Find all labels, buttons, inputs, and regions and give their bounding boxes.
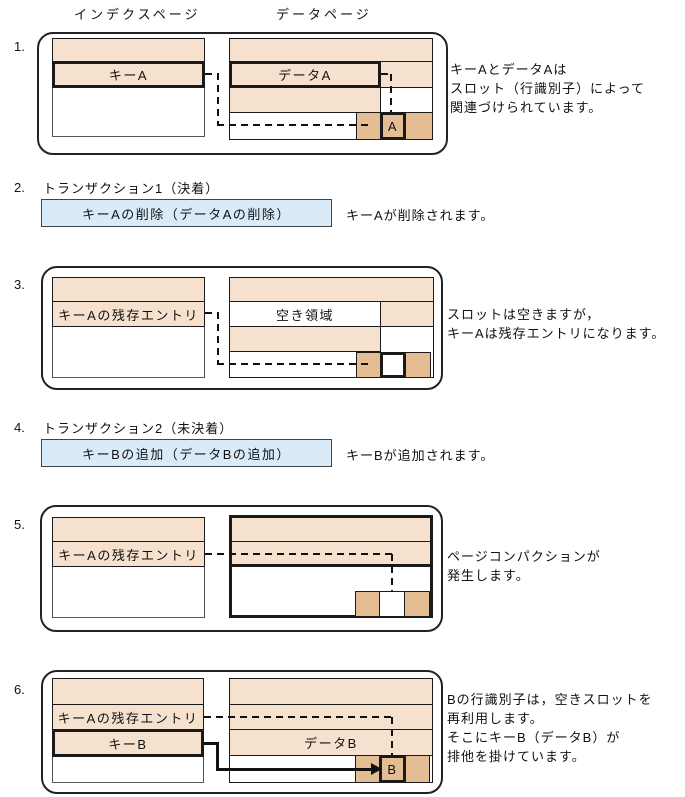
step5-note-line2: 発生します。 <box>447 568 530 583</box>
step1-note: キーAとデータAは スロット（行識別子）によって 関連づけられています。 <box>450 60 645 117</box>
step3-data-row2-right-cell <box>380 301 434 327</box>
step6-slot-b: B <box>379 755 406 783</box>
step1-number: 1. <box>14 39 25 54</box>
step2-transaction-box: キーAの削除（データAの削除） <box>41 199 332 227</box>
step5-index-row1 <box>52 517 205 542</box>
step1-note-line2: スロット（行識別子）によって <box>450 81 645 96</box>
step6-data-b-record: データB <box>229 729 433 756</box>
step3-link-v <box>217 312 219 364</box>
step3-number: 3. <box>14 277 25 292</box>
step6-link-v <box>391 717 393 755</box>
step3-note-line1: スロットは空きますが， <box>447 307 601 322</box>
step2-note-line1: キーAが削除されます。 <box>346 208 495 223</box>
step6-note-line4: 排他を掛けています。 <box>447 749 586 764</box>
step3-data-row3 <box>229 326 381 352</box>
step4-transaction-box: キーBの追加（データBの追加） <box>41 439 332 467</box>
step1-dataa-link-h <box>381 73 392 75</box>
step5-number: 5. <box>14 517 25 532</box>
step2-number: 2. <box>14 180 25 195</box>
step1-keya-link-h1 <box>205 73 219 75</box>
step6-number: 6. <box>14 682 25 697</box>
step3-slot-left <box>356 352 381 378</box>
step2-note: キーAが削除されます。 <box>346 206 494 225</box>
step2-label: トランザクション1（決着） <box>43 181 220 196</box>
step5-note-line1: ページコンパクションが <box>447 549 601 564</box>
step5-link-v <box>391 554 393 591</box>
step1-note-line3: 関連づけられています。 <box>450 100 603 115</box>
step1-data-row1 <box>229 38 433 62</box>
step5-note: ページコンパクションが 発生します。 <box>447 547 601 585</box>
step6-residual-entry: キーAの残存エントリ <box>52 704 204 730</box>
step1-slot-right <box>405 112 433 140</box>
step3-slot-right <box>405 352 431 378</box>
step3-data-row1 <box>229 277 434 302</box>
step6-arrow-v <box>216 742 219 770</box>
step6-note-line3: そこにキーB（データB）が <box>447 730 621 745</box>
data-page-header: データページ <box>276 7 372 22</box>
step4-label: トランザクション2（未決着） <box>43 421 234 436</box>
step3-free-area: 空き領域 <box>229 301 381 327</box>
step6-arrowhead-icon <box>371 763 382 775</box>
step4-note-line1: キーBが追加されます。 <box>346 448 495 463</box>
step1-slot-left <box>356 112 381 140</box>
step1-data-a-record: データA <box>229 61 381 88</box>
step5-slot-left <box>355 591 380 617</box>
step1-keya-link-h2 <box>217 124 368 126</box>
step6-key-b-entry: キーB <box>52 729 204 757</box>
step1-dataa-link-v <box>390 74 392 112</box>
step6-arrow-h1 <box>204 742 218 745</box>
step6-note: Bの行識別子は，空きスロットを 再利用します。 そこにキーB（データB）が 排他… <box>447 690 653 766</box>
step6-data-row1 <box>229 678 433 705</box>
step3-index-row1 <box>52 277 205 302</box>
step1-data-row3 <box>229 87 381 113</box>
index-page-header: インデクスページ <box>74 7 201 22</box>
step6-link-h <box>204 716 394 718</box>
step6-index-row1 <box>52 678 204 705</box>
step3-empty-slot <box>380 352 406 378</box>
step1-key-a-entry: キーA <box>52 61 205 88</box>
step1-note-line1: キーAとデータAは <box>450 62 568 77</box>
step3-residual-entry: キーAの残存エントリ <box>52 301 205 327</box>
step4-note: キーBが追加されます。 <box>346 446 494 465</box>
step1-keya-link-v <box>217 73 219 126</box>
step3-link-h1 <box>205 312 219 314</box>
step1-index-row1 <box>52 38 205 62</box>
step3-note: スロットは空きますが， キーAは残存エントリになります。 <box>447 305 665 343</box>
step6-slot-right <box>404 755 430 783</box>
step5-empty-slot <box>379 591 405 617</box>
step1-slot-a: A <box>380 112 406 140</box>
step3-note-line2: キーAは残存エントリになります。 <box>447 326 666 341</box>
step5-link-h <box>205 553 394 555</box>
step5-slot-right <box>404 591 430 617</box>
step3-link-h2 <box>217 363 368 365</box>
step6-note-line1: Bの行識別子は，空きスロットを <box>447 692 653 707</box>
step4-number: 4. <box>14 420 25 435</box>
step5-data-row1 <box>231 517 431 542</box>
step6-note-line2: 再利用します。 <box>447 711 544 726</box>
step6-arrow-h2 <box>216 768 373 771</box>
step5-residual-entry: キーAの残存エントリ <box>52 541 205 567</box>
